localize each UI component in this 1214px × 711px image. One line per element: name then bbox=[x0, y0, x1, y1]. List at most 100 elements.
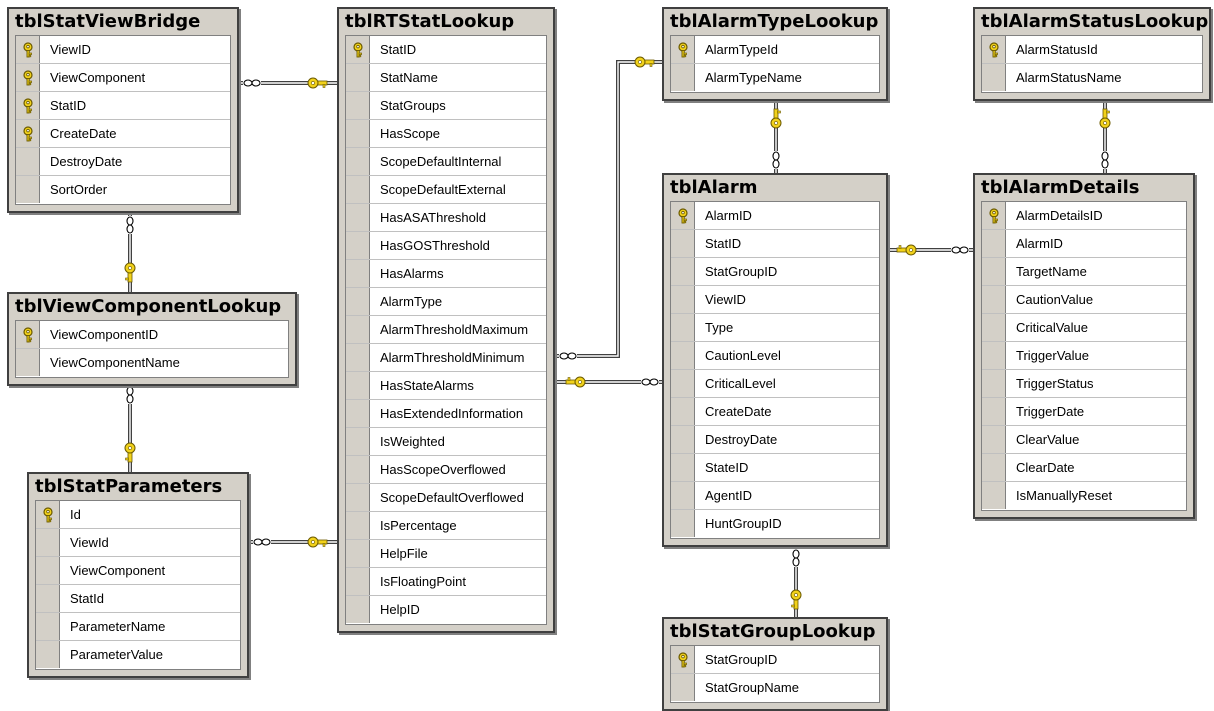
field-row[interactable]: HelpID bbox=[346, 596, 546, 624]
row-selector[interactable] bbox=[671, 286, 695, 313]
field-row[interactable]: ScopeDefaultOverflowed bbox=[346, 484, 546, 512]
field-row[interactable]: AlarmTypeName bbox=[671, 64, 879, 92]
field-row[interactable]: AlarmID bbox=[982, 230, 1186, 258]
field-row[interactable]: Id bbox=[36, 501, 240, 529]
table-title[interactable]: tblAlarmStatusLookup bbox=[975, 9, 1209, 35]
field-row[interactable]: CautionLevel bbox=[671, 342, 879, 370]
row-selector[interactable] bbox=[36, 641, 60, 668]
row-selector[interactable] bbox=[982, 314, 1006, 341]
row-selector[interactable] bbox=[982, 258, 1006, 285]
row-selector[interactable] bbox=[671, 646, 695, 673]
field-row[interactable]: AlarmDetailsID bbox=[982, 202, 1186, 230]
field-row[interactable]: CreateDate bbox=[671, 398, 879, 426]
field-row[interactable]: HasAlarms bbox=[346, 260, 546, 288]
row-selector[interactable] bbox=[671, 482, 695, 509]
field-row[interactable]: HasScope bbox=[346, 120, 546, 148]
row-selector[interactable] bbox=[36, 613, 60, 640]
row-selector[interactable] bbox=[346, 176, 370, 203]
row-selector[interactable] bbox=[671, 342, 695, 369]
field-row[interactable]: CreateDate bbox=[16, 120, 230, 148]
row-selector[interactable] bbox=[346, 400, 370, 427]
field-row[interactable]: DestroyDate bbox=[16, 148, 230, 176]
field-row[interactable]: StatGroupName bbox=[671, 674, 879, 702]
row-selector[interactable] bbox=[346, 540, 370, 567]
field-row[interactable]: ScopeDefaultExternal bbox=[346, 176, 546, 204]
row-selector[interactable] bbox=[16, 148, 40, 175]
field-row[interactable]: HasASAThreshold bbox=[346, 204, 546, 232]
row-selector[interactable] bbox=[671, 230, 695, 257]
row-selector[interactable] bbox=[16, 321, 40, 348]
field-row[interactable]: CautionValue bbox=[982, 286, 1186, 314]
field-row[interactable]: TargetName bbox=[982, 258, 1186, 286]
field-row[interactable]: StatId bbox=[36, 585, 240, 613]
row-selector[interactable] bbox=[346, 288, 370, 315]
row-selector[interactable] bbox=[982, 286, 1006, 313]
row-selector[interactable] bbox=[671, 258, 695, 285]
field-row[interactable]: StatID bbox=[671, 230, 879, 258]
field-row[interactable]: TriggerStatus bbox=[982, 370, 1186, 398]
field-row[interactable]: IsWeighted bbox=[346, 428, 546, 456]
field-row[interactable]: ScopeDefaultInternal bbox=[346, 148, 546, 176]
row-selector[interactable] bbox=[346, 484, 370, 511]
row-selector[interactable] bbox=[982, 342, 1006, 369]
row-selector[interactable] bbox=[671, 36, 695, 63]
row-selector[interactable] bbox=[671, 64, 695, 91]
field-row[interactable]: TriggerDate bbox=[982, 398, 1186, 426]
table-title[interactable]: tblAlarmTypeLookup bbox=[664, 9, 886, 35]
table-title[interactable]: tblAlarm bbox=[664, 175, 886, 201]
row-selector[interactable] bbox=[346, 344, 370, 371]
field-row[interactable]: CriticalValue bbox=[982, 314, 1186, 342]
field-row[interactable]: TriggerValue bbox=[982, 342, 1186, 370]
field-row[interactable]: DestroyDate bbox=[671, 426, 879, 454]
field-row[interactable]: ViewID bbox=[671, 286, 879, 314]
row-selector[interactable] bbox=[16, 92, 40, 119]
row-selector[interactable] bbox=[671, 454, 695, 481]
field-row[interactable]: AlarmStatusId bbox=[982, 36, 1202, 64]
row-selector[interactable] bbox=[346, 120, 370, 147]
row-selector[interactable] bbox=[346, 148, 370, 175]
row-selector[interactable] bbox=[346, 232, 370, 259]
field-row[interactable]: StateID bbox=[671, 454, 879, 482]
row-selector[interactable] bbox=[982, 426, 1006, 453]
row-selector[interactable] bbox=[982, 230, 1006, 257]
field-row[interactable]: CriticalLevel bbox=[671, 370, 879, 398]
row-selector[interactable] bbox=[671, 398, 695, 425]
row-selector[interactable] bbox=[346, 512, 370, 539]
field-row[interactable]: ClearDate bbox=[982, 454, 1186, 482]
table-title[interactable]: tblRTStatLookup bbox=[339, 9, 553, 35]
field-row[interactable]: HasScopeOverflowed bbox=[346, 456, 546, 484]
row-selector[interactable] bbox=[16, 176, 40, 203]
row-selector[interactable] bbox=[16, 120, 40, 147]
row-selector[interactable] bbox=[346, 596, 370, 623]
row-selector[interactable] bbox=[36, 557, 60, 584]
row-selector[interactable] bbox=[16, 349, 40, 376]
field-row[interactable]: AgentID bbox=[671, 482, 879, 510]
row-selector[interactable] bbox=[671, 510, 695, 537]
row-selector[interactable] bbox=[346, 428, 370, 455]
field-row[interactable]: ParameterName bbox=[36, 613, 240, 641]
row-selector[interactable] bbox=[36, 529, 60, 556]
row-selector[interactable] bbox=[346, 92, 370, 119]
row-selector[interactable] bbox=[671, 370, 695, 397]
row-selector[interactable] bbox=[346, 204, 370, 231]
field-row[interactable]: ViewComponent bbox=[36, 557, 240, 585]
field-row[interactable]: ViewComponentID bbox=[16, 321, 288, 349]
field-row[interactable]: ClearValue bbox=[982, 426, 1186, 454]
field-row[interactable]: AlarmThresholdMinimum bbox=[346, 344, 546, 372]
row-selector[interactable] bbox=[36, 585, 60, 612]
field-row[interactable]: AlarmThresholdMaximum bbox=[346, 316, 546, 344]
field-row[interactable]: IsFloatingPoint bbox=[346, 568, 546, 596]
field-row[interactable]: Type bbox=[671, 314, 879, 342]
table-title[interactable]: tblStatViewBridge bbox=[9, 9, 237, 35]
row-selector[interactable] bbox=[982, 370, 1006, 397]
row-selector[interactable] bbox=[671, 314, 695, 341]
field-row[interactable]: StatGroupID bbox=[671, 258, 879, 286]
row-selector[interactable] bbox=[16, 64, 40, 91]
